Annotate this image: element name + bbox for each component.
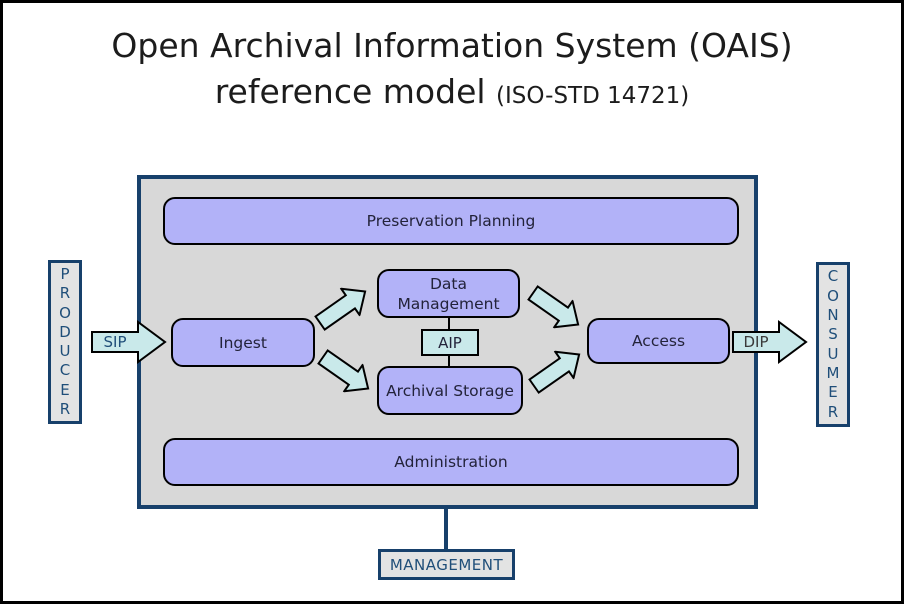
vertical-letter: R: [59, 284, 71, 303]
vertical-letter: C: [827, 267, 839, 286]
data-management-box: Data Management: [377, 269, 520, 318]
data-management-label: Data Management: [397, 274, 500, 313]
vertical-letter: M: [826, 363, 840, 382]
archival-storage-box: Archival Storage: [377, 366, 523, 415]
vertical-letter: O: [827, 286, 839, 305]
dip-arrow: DIP: [732, 320, 808, 364]
block-arrow-right-icon: [91, 320, 167, 364]
page-title: Open Archival Information System (OAIS) …: [3, 23, 901, 119]
archival-storage-label: Archival Storage: [386, 381, 514, 400]
dip-label: DIP: [743, 333, 769, 351]
ingest-box: Ingest: [171, 318, 315, 367]
block-arrow-icon: [317, 348, 370, 393]
title-line-1: Open Archival Information System (OAIS): [111, 26, 793, 65]
vertical-letter: R: [827, 402, 839, 421]
arrow-ingest-to-archival-storage: [312, 342, 379, 403]
arrow-ingest-to-data-management: [309, 276, 376, 337]
block-arrow-icon: [527, 284, 580, 329]
vertical-letter: P: [60, 265, 70, 284]
title-line-2: reference model (ISO-STD 14721): [3, 69, 901, 119]
ingest-label: Ingest: [219, 333, 267, 352]
aip-package-box: AIP: [421, 329, 479, 356]
preservation-planning-box: Preservation Planning: [163, 197, 739, 245]
administration-box: Administration: [163, 438, 739, 486]
title-standard-reference: (ISO-STD 14721): [496, 83, 690, 109]
block-arrow-icon: [314, 287, 367, 332]
vertical-letter: U: [59, 342, 71, 361]
management-box: MANAGEMENT: [378, 549, 515, 580]
arrow-data-management-to-access: [522, 278, 589, 339]
access-label: Access: [631, 332, 686, 350]
vertical-letter: U: [827, 344, 839, 363]
aip-label: AIP: [438, 333, 462, 352]
block-arrow-icon: [528, 350, 581, 395]
management-label: MANAGEMENT: [389, 555, 504, 574]
administration-label: Administration: [394, 453, 508, 471]
preservation-planning-label: Preservation Planning: [366, 212, 536, 230]
title-line-2-main: reference model: [214, 72, 486, 111]
vertical-letter: O: [59, 303, 71, 322]
vertical-letter: E: [828, 383, 838, 402]
block-arrow-right-icon: [732, 320, 808, 364]
vertical-letter: N: [827, 305, 839, 324]
vertical-letter: D: [59, 322, 71, 341]
vertical-letter: R: [59, 399, 71, 418]
management-connector-line: [444, 506, 448, 550]
sip-arrow: SIP: [91, 320, 167, 364]
arrow-archival-storage-to-access: [523, 339, 590, 400]
vertical-letter: C: [59, 361, 71, 380]
sip-label: SIP: [103, 333, 127, 351]
vertical-letter: E: [60, 380, 70, 399]
access-box: Access: [587, 318, 730, 364]
vertical-letter: S: [828, 325, 838, 344]
